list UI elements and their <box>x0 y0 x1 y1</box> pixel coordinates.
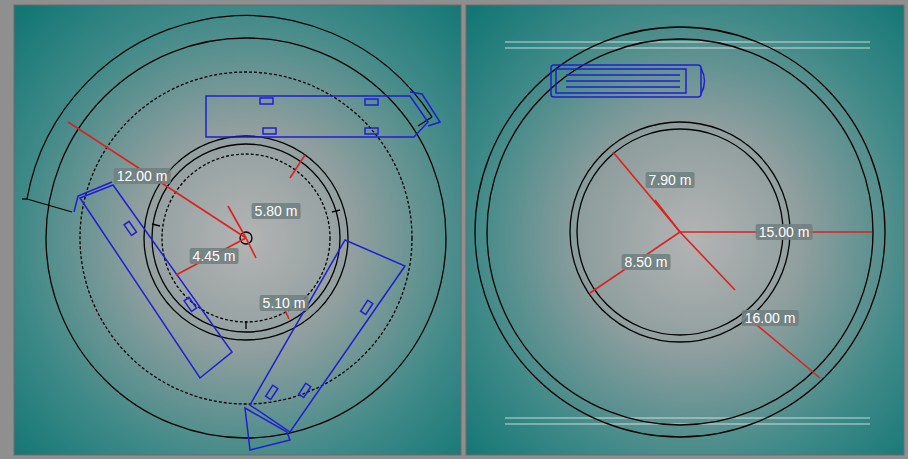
tick <box>245 321 246 329</box>
dimension-line <box>68 122 246 238</box>
bus-window <box>266 385 278 399</box>
dimension-label: 5.10 m <box>260 295 309 311</box>
guide-line <box>505 418 870 419</box>
bus-line <box>566 74 680 76</box>
dimension-line <box>655 200 680 232</box>
bus <box>206 96 428 137</box>
inner-circle <box>152 144 340 332</box>
bus-line <box>566 86 680 88</box>
bus-window <box>365 128 378 134</box>
dimension-label: 12.00 m <box>114 168 171 184</box>
bus-window <box>260 98 273 104</box>
dimension-line <box>176 238 246 275</box>
outer-swept-arc <box>27 16 432 199</box>
bus-window <box>263 128 276 134</box>
left-panel <box>14 5 461 455</box>
dimension-line <box>613 152 680 232</box>
bus-window <box>299 383 311 397</box>
inner-circle <box>144 136 348 340</box>
dimension-line <box>228 206 246 238</box>
dashed-circle <box>162 154 330 322</box>
dashed-circle <box>80 72 412 404</box>
bus-roof <box>556 69 686 93</box>
bus-plan <box>551 65 705 97</box>
guide-line <box>505 48 870 49</box>
bus-window <box>184 297 196 311</box>
bus <box>551 65 701 97</box>
dimension-line <box>680 232 735 290</box>
dimension-label: 15.00 m <box>756 224 813 240</box>
bus-outlines <box>74 92 440 450</box>
dimension-line <box>246 238 256 258</box>
bus-window <box>361 300 373 314</box>
dimension-label: 7.90 m <box>646 172 695 188</box>
outer-circle <box>475 27 885 437</box>
bus-front <box>410 92 440 126</box>
outer-circle <box>46 38 446 438</box>
swept-end-line <box>22 198 27 199</box>
left-circles <box>22 16 446 438</box>
guide-line <box>505 42 870 43</box>
bus <box>250 240 405 432</box>
bus-window <box>365 99 378 105</box>
dimension-lines <box>68 122 305 319</box>
outer-circle <box>487 39 873 425</box>
dimension-lines <box>590 152 872 378</box>
tick <box>332 210 340 212</box>
bus-window <box>124 221 136 235</box>
bus-front <box>701 68 705 94</box>
dimension-label: 8.50 m <box>622 254 671 270</box>
guide-lines <box>505 42 870 424</box>
dimension-label: 4.45 m <box>190 248 239 264</box>
dimension-label: 16.00 m <box>742 310 799 326</box>
tick <box>152 224 160 226</box>
right-circles <box>475 27 885 437</box>
bus-front <box>74 182 112 212</box>
dimension-line <box>590 232 680 293</box>
dimension-line <box>290 155 305 178</box>
dimension-label: 5.80 m <box>252 203 301 219</box>
bus-line <box>566 80 680 82</box>
bus-front <box>245 408 290 450</box>
right-panel <box>466 5 904 455</box>
